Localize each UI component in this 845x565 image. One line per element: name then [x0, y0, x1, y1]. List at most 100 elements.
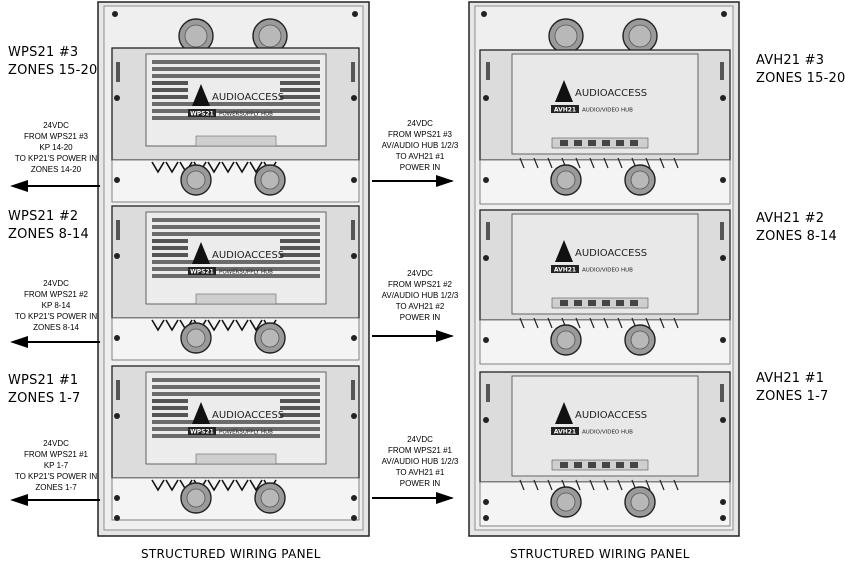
screw-icon	[114, 495, 120, 501]
model-description: AUDIO/VIDEO HUB	[582, 430, 633, 436]
knockout-inner	[630, 492, 650, 512]
power-lead	[151, 161, 165, 174]
note-line: FROM WPS21 #3	[387, 130, 452, 139]
terminal-strip	[111, 159, 360, 203]
screw-icon	[483, 417, 489, 423]
vent-slot	[152, 102, 320, 106]
connector-port	[616, 462, 624, 468]
mounting-slot	[720, 222, 724, 240]
note-line: TO KP21'S POWER IN	[14, 154, 98, 163]
cable	[673, 157, 679, 169]
note-line: FROM WPS21 #3	[23, 132, 88, 141]
cable	[519, 317, 525, 329]
power-lead	[235, 319, 249, 332]
screw-icon	[720, 417, 726, 423]
connector-row	[551, 137, 649, 149]
vent-slot	[280, 88, 320, 92]
screw-icon	[720, 177, 726, 183]
avh21-1-label: AVH21 #1 ZONES 1-7	[756, 370, 829, 406]
model-description: POWERSUPPLY HUB	[219, 430, 273, 436]
knockout-inner	[184, 24, 208, 48]
avh-power-note-1: 24VDC FROM WPS21 #1 AV/AUDIO HUB 1/2/3 T…	[372, 434, 468, 489]
mounting-slot	[486, 222, 490, 240]
left-panel-caption: STRUCTURED WIRING PANEL	[141, 547, 321, 561]
cable	[673, 317, 679, 329]
vent-slot	[280, 239, 320, 243]
screw-icon	[720, 499, 726, 505]
audioaccess-triangle-icon	[192, 402, 210, 424]
cable	[645, 157, 651, 169]
note-line: 24VDC	[43, 439, 69, 448]
note-line: TO KP21'S POWER IN	[14, 472, 98, 481]
mounting-slot	[351, 62, 355, 82]
note-line: KP 1-7	[43, 461, 69, 470]
wps21-1-zones: ZONES 1-7	[8, 391, 81, 406]
cable	[603, 317, 609, 329]
screw-icon	[114, 515, 120, 521]
terminal-strip	[479, 319, 731, 365]
screw-icon	[483, 95, 489, 101]
vent-slot	[152, 67, 320, 71]
module-faceplate	[511, 213, 699, 315]
module-faceplate	[511, 375, 699, 477]
cable	[673, 479, 679, 491]
connector-port	[616, 140, 624, 146]
screw-icon	[483, 255, 489, 261]
module-faceplate	[511, 53, 699, 155]
vent-slot	[152, 116, 320, 120]
vent-slot	[152, 385, 320, 389]
cable	[603, 157, 609, 169]
knockout-inner	[258, 24, 282, 48]
power-lead	[207, 479, 221, 492]
wps21-3-title: WPS21 #3	[8, 45, 79, 60]
power-lead	[249, 319, 263, 332]
cable	[603, 479, 609, 491]
screw-icon	[114, 177, 120, 183]
model-name: AVH21	[554, 429, 576, 436]
note-line: 24VDC	[43, 279, 69, 288]
power-lead	[165, 319, 179, 332]
label-strip	[195, 453, 277, 465]
audioaccess-triangle-icon	[555, 80, 573, 102]
screw-icon	[351, 495, 357, 501]
audioaccess-triangle-icon	[192, 84, 210, 106]
vent-slot	[280, 406, 320, 410]
vent-slot	[152, 218, 320, 222]
connector-port	[602, 140, 610, 146]
cable	[645, 317, 651, 329]
note-line: FROM WPS21 #2	[387, 280, 452, 289]
connector-row	[551, 297, 649, 309]
screw-icon	[112, 11, 118, 17]
model-badge	[188, 267, 216, 275]
cable	[547, 317, 553, 329]
screw-icon	[483, 177, 489, 183]
note-line: KP 8-14	[41, 301, 71, 310]
power-arrows	[10, 175, 454, 506]
vent-slot	[152, 239, 188, 243]
mounting-slot	[720, 62, 724, 80]
screw-icon	[351, 413, 357, 419]
note-line: AV/AUDIO HUB 1/2/3	[381, 141, 459, 150]
note-line: FROM WPS21 #1	[23, 450, 88, 459]
cable	[659, 317, 665, 329]
kp-power-note-1: 24VDC FROM WPS21 #1 KP 1-7 TO KP21'S POW…	[10, 438, 102, 493]
power-lead	[151, 319, 165, 332]
connector-port	[616, 300, 624, 306]
screw-icon	[481, 11, 487, 17]
avh-power-note-2: 24VDC FROM WPS21 #2 AV/AUDIO HUB 1/2/3 T…	[372, 268, 468, 323]
connector-port	[574, 462, 582, 468]
screw-icon	[720, 255, 726, 261]
power-lead	[165, 479, 179, 492]
avh21-2-title: AVH21 #2	[756, 211, 825, 226]
note-line: ZONES 1-7	[35, 483, 77, 492]
model-badge	[551, 105, 579, 113]
wps21-2-zones: ZONES 8-14	[8, 227, 89, 242]
